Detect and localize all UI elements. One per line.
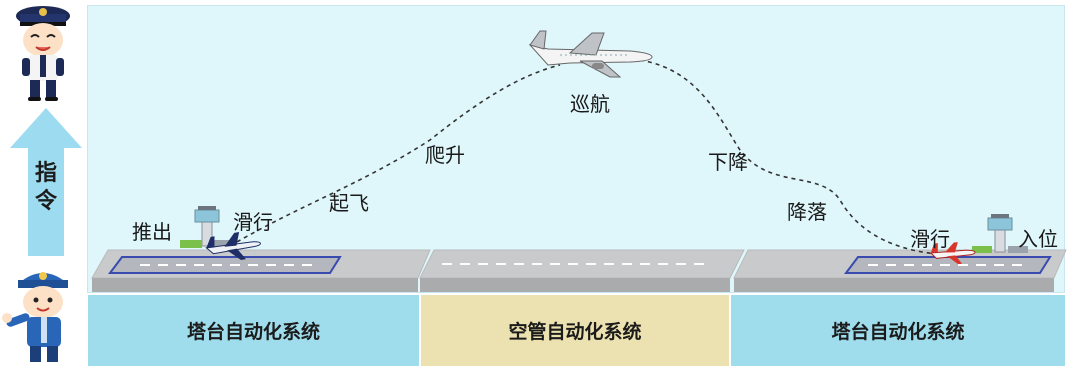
- phase-label-takeoff: 起飞: [329, 191, 369, 215]
- phase-label-climb: 爬升: [425, 143, 465, 167]
- command-arrow: 指 令: [10, 108, 82, 256]
- system-band-tower-right: 塔台自动化系统: [731, 295, 1065, 366]
- phase-label-taxi-out: 滑行: [233, 210, 273, 234]
- system-band-atc: 空管自动化系统: [421, 295, 729, 366]
- runway-left: [108, 256, 342, 274]
- pilot-figure: [16, 6, 70, 101]
- platform-edge-right: [734, 278, 1054, 292]
- phase-label-cruise: 巡航: [570, 92, 610, 116]
- phase-label-taxi-in: 滑行: [910, 227, 950, 251]
- control-tower-right-icon: [972, 214, 1028, 253]
- airplane-takeoff-icon: [205, 231, 261, 261]
- phase-label-descent: 下降: [708, 150, 748, 174]
- airplane-landing-icon: [929, 242, 976, 265]
- platform-edge-left: [92, 278, 418, 292]
- flight-diagram: [91, 30, 1067, 292]
- command-label-line1: 指: [34, 161, 57, 186]
- command-label: 指 令: [10, 160, 82, 216]
- system-band-tower-left: 塔台自动化系统: [88, 295, 419, 366]
- left-column: 指 令: [0, 0, 86, 367]
- up-arrow-icon: [10, 108, 82, 256]
- system-label-tower-left: 塔台自动化系统: [186, 321, 320, 343]
- phase-label-landing: 降落: [787, 200, 827, 224]
- command-label-line2: 令: [34, 189, 57, 214]
- flight-path: [229, 59, 961, 256]
- platform-edge-middle: [420, 278, 730, 292]
- phase-label-park: 入位: [1018, 227, 1058, 251]
- phase-label-pushback: 推出: [132, 220, 172, 244]
- system-label-atc: 空管自动化系统: [508, 321, 642, 343]
- system-label-tower-right: 塔台自动化系统: [831, 321, 965, 343]
- control-tower-left-icon: [180, 206, 232, 248]
- controller-figure: [2, 272, 68, 362]
- airplane-cruise-icon: [528, 30, 653, 78]
